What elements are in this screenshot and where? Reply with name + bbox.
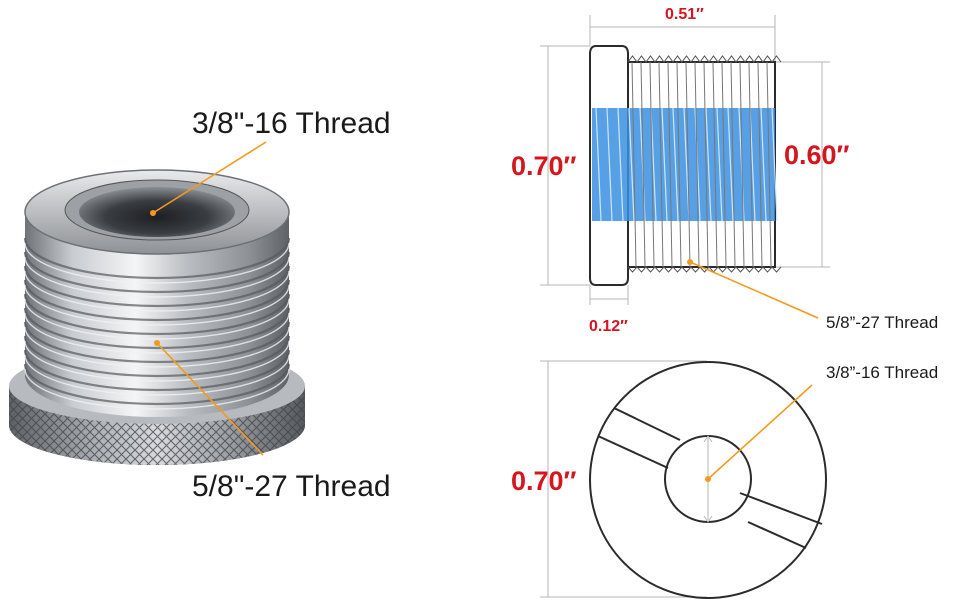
- threaded-body: [23, 215, 291, 417]
- flange-diameter-label: 0.70″: [511, 151, 577, 181]
- inner-thread-region: [592, 108, 775, 221]
- photo-top-leader-dot: [150, 210, 156, 216]
- side-thread-leader: [689, 261, 819, 319]
- outer-circle: [589, 361, 827, 599]
- photo-top-leader: [152, 141, 267, 214]
- outer-thread-lines: [627, 55, 782, 273]
- front-thread-label: 3/8”-16 Thread: [826, 363, 938, 382]
- inner-thread-lines: [595, 107, 778, 222]
- side-thread-leader-dot: [687, 259, 693, 265]
- photo-bottom-thread-label: 5/8"-27 Thread: [192, 470, 391, 503]
- side-thread-label: 5/8”-27 Thread: [826, 313, 938, 332]
- flange-outline: [589, 45, 629, 286]
- front-thread-leader: [707, 384, 813, 480]
- front-diameter-label: 0.70″: [511, 466, 577, 496]
- overall-length-label: 0.51″: [665, 6, 704, 23]
- photo-bottom-leader-dot: [154, 340, 160, 346]
- photo-bottom-leader: [156, 342, 264, 456]
- front-thread-leader-dot: [705, 476, 711, 482]
- thread-diameter-label: 0.60″: [784, 140, 850, 170]
- top-opening: [24, 169, 290, 255]
- photo-top-thread-label: 3/8"-16 Thread: [192, 107, 391, 140]
- adapter-photo: [9, 141, 305, 465]
- front-view: [540, 360, 827, 599]
- thread-ridges: [23, 237, 291, 410]
- flange-thickness-label: 0.12″: [589, 318, 628, 335]
- side-view: [540, 15, 830, 319]
